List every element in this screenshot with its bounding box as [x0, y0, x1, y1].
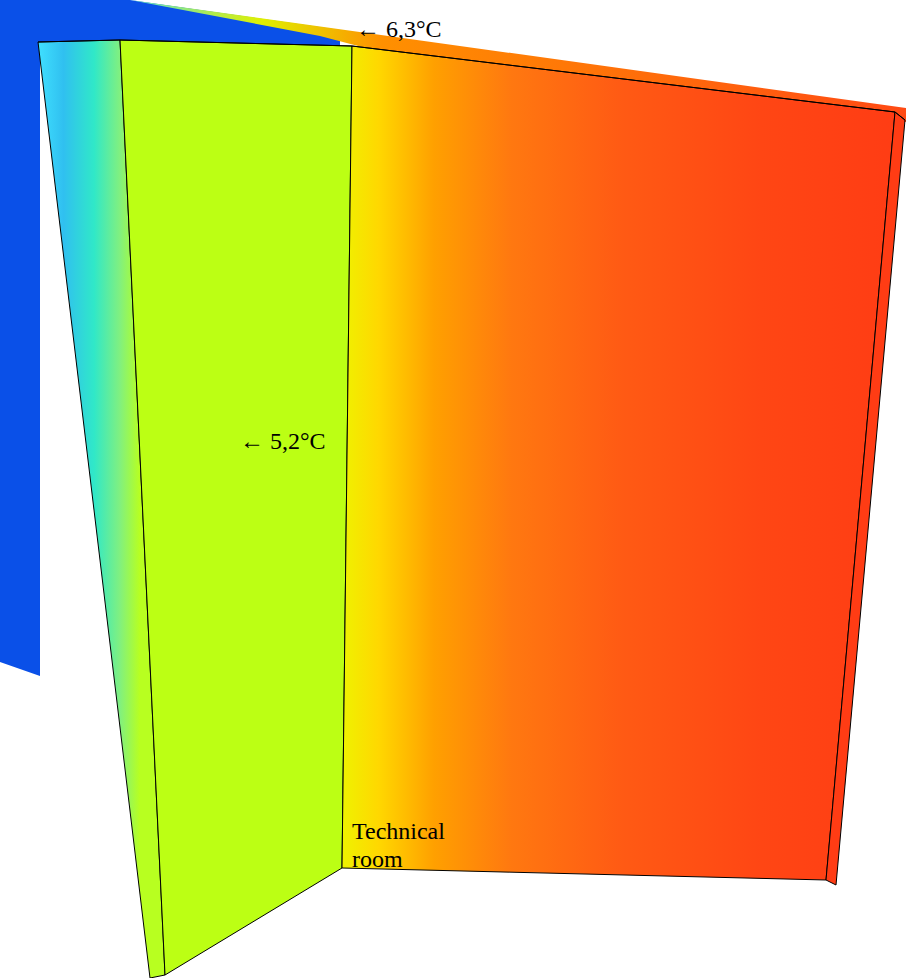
- temperature-label: ← 5,2°C: [240, 428, 326, 456]
- interior-wall: [342, 46, 895, 880]
- partition-face: [120, 40, 352, 975]
- temperature-label: ← 6,3°C: [356, 16, 442, 44]
- edge-line: [38, 40, 905, 120]
- temperature-label: Technical room: [352, 818, 462, 873]
- wall-edge: [826, 112, 905, 885]
